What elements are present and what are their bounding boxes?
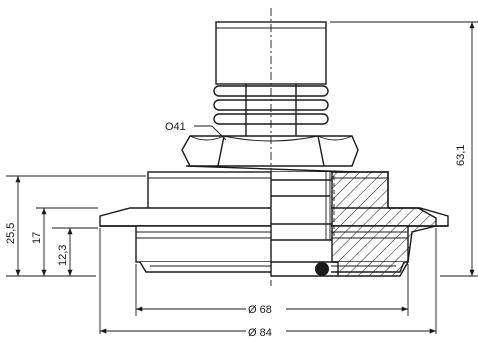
diameter-68-label: Ø 68 [248,304,272,316]
hex-dimension: O41 [165,121,227,141]
hex-nut [181,135,359,173]
o-ring [315,262,329,276]
section-cut [270,171,437,277]
total-height-dimension: 63,1 [330,21,478,277]
total-height-label: 63,1 [455,145,467,166]
bottom-dimensions: Ø 68 Ø 84 [99,228,437,338]
left-dimensions: 25,5 17 12,3 [5,175,146,277]
height-17-label: 17 [31,232,43,244]
diameter-84-label: Ø 84 [248,327,272,338]
hex-dimension-label: O41 [165,121,186,133]
height-12-3-label: 12,3 [57,245,69,266]
height-25-5-label: 25,5 [5,223,17,244]
